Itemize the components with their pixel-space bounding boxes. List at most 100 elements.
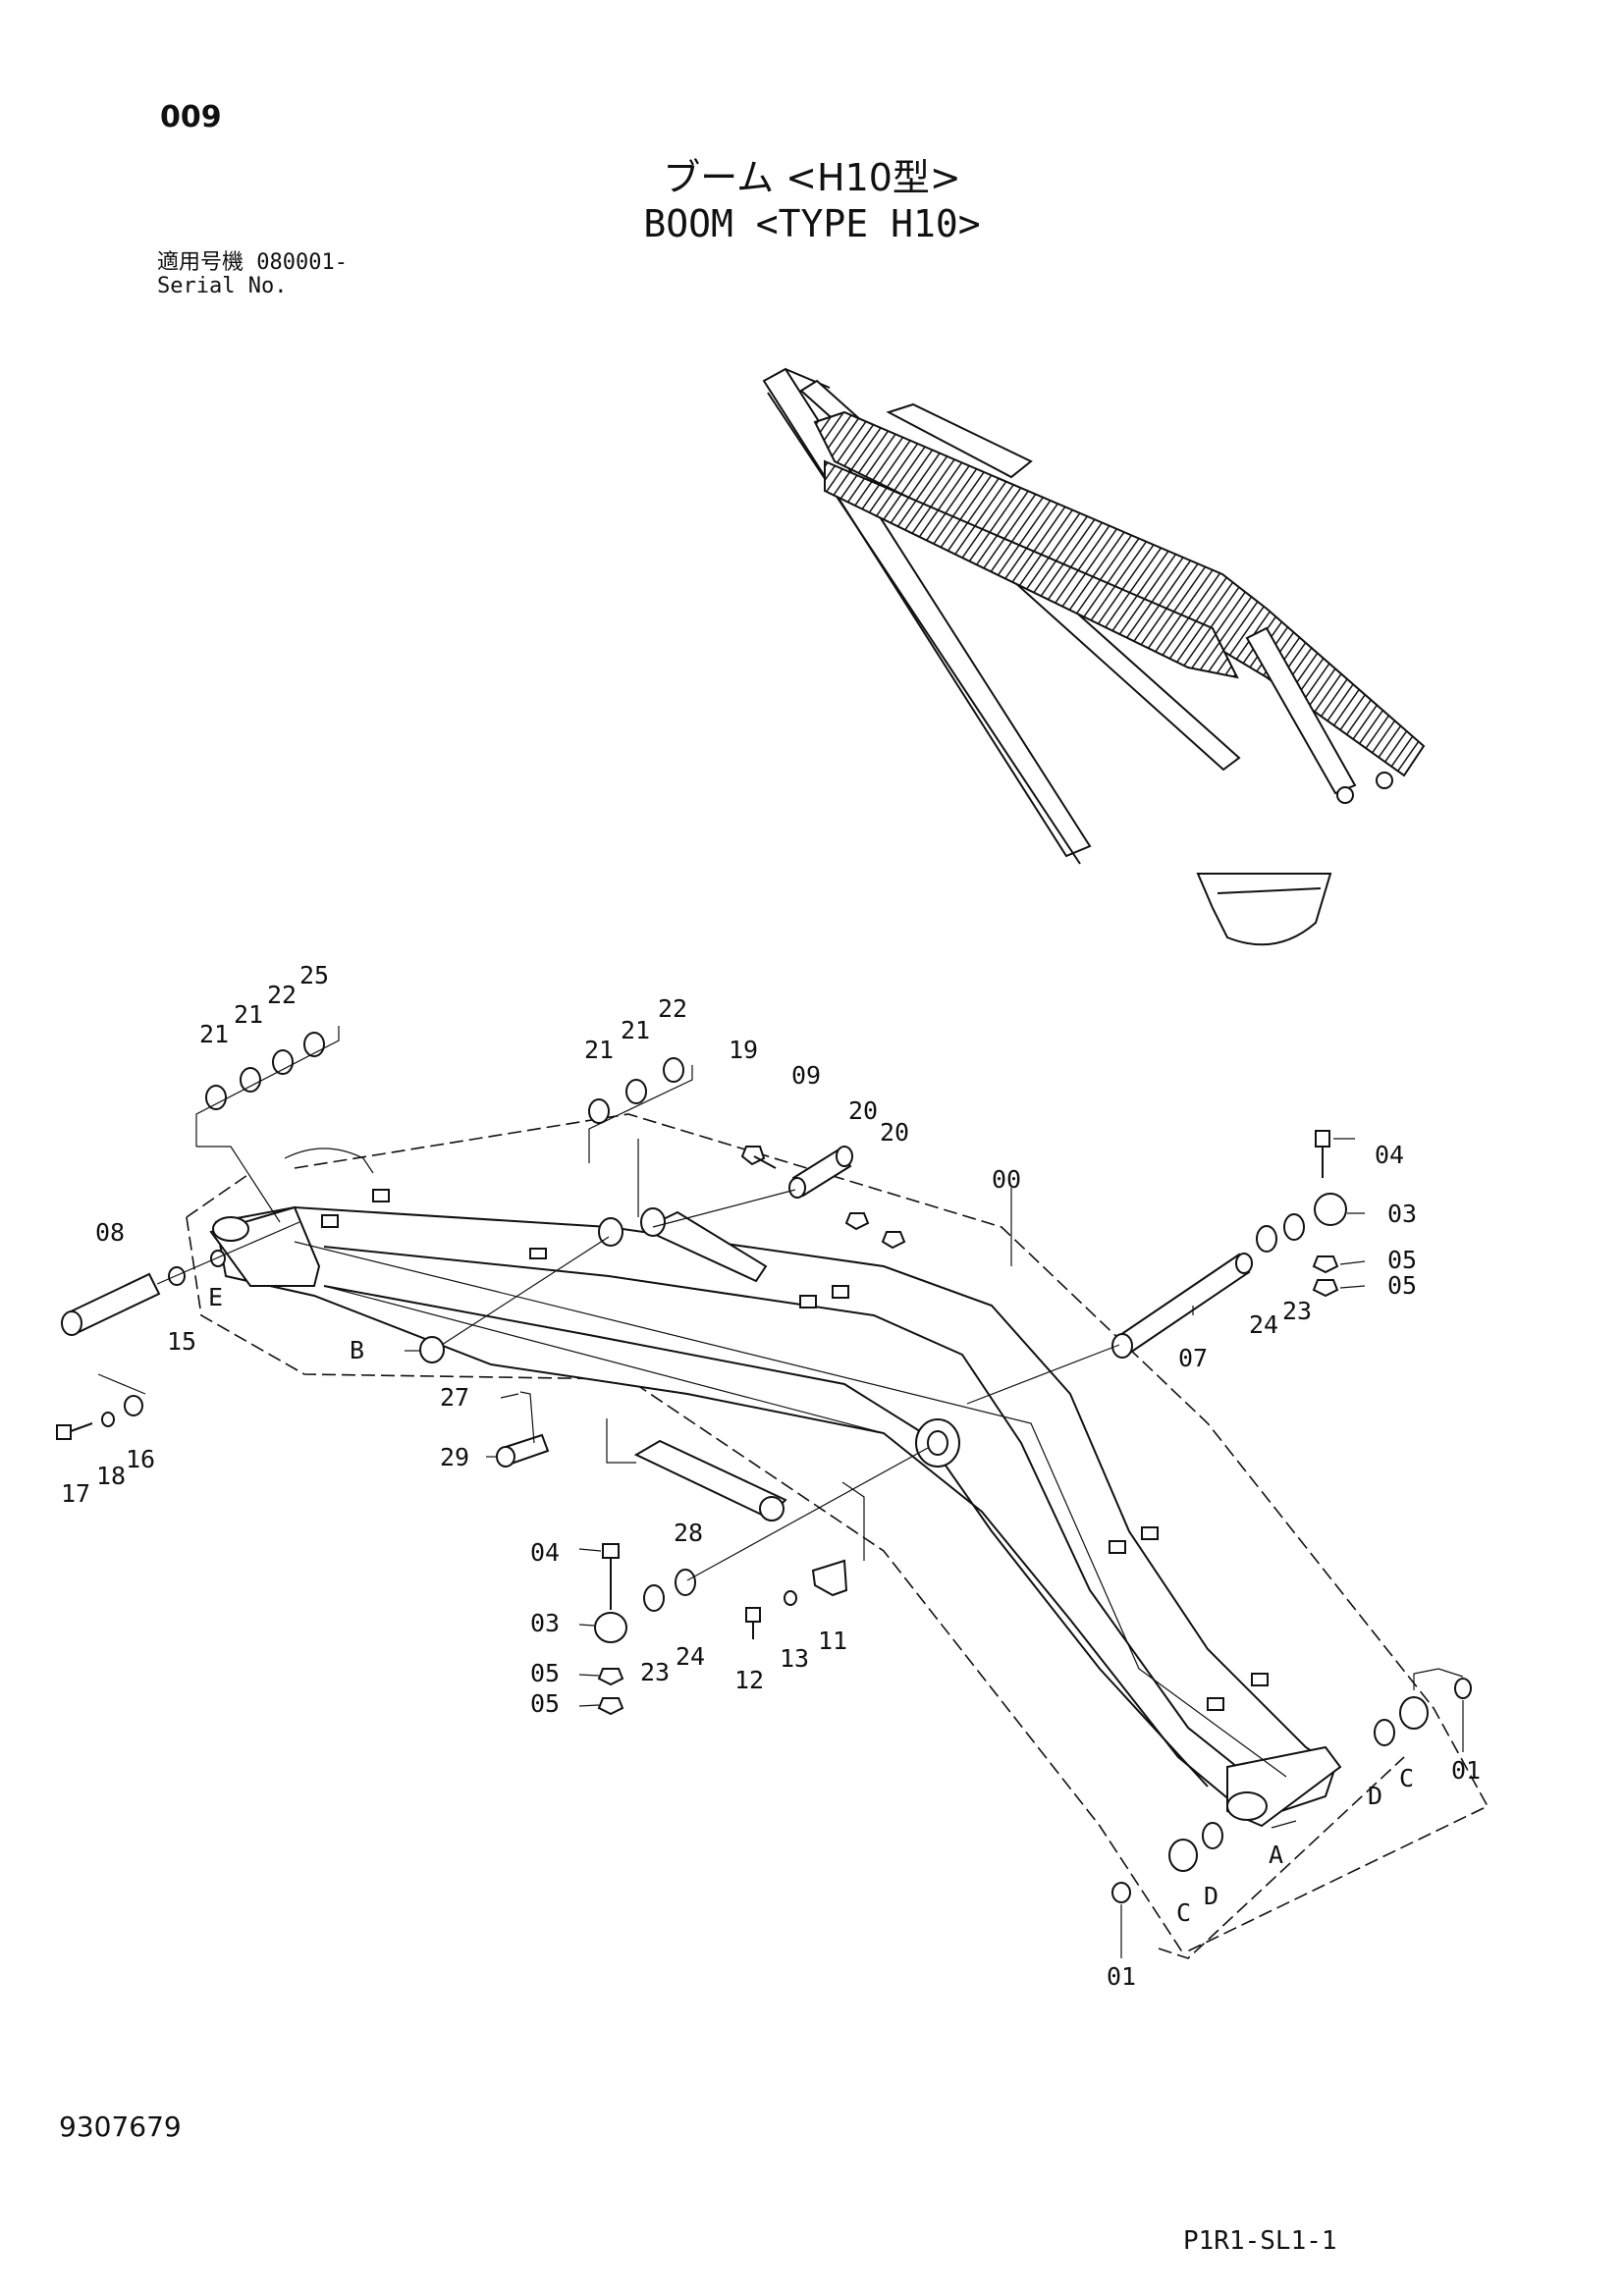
label-24a: 24 <box>1249 1310 1278 1339</box>
label-03a: 03 <box>1387 1200 1417 1228</box>
pin-08 <box>61 1272 161 1336</box>
callout-labels: 00 01 01 03 03 04 04 05 05 05 05 07 08 0… <box>61 961 1481 1991</box>
bolt-12 <box>745 1607 761 1623</box>
cylinder-28 <box>606 1418 787 1522</box>
nut-20a <box>844 1212 870 1231</box>
label-01a: 01 <box>1451 1756 1481 1785</box>
nut-05a <box>1312 1255 1339 1274</box>
label-11: 11 <box>818 1627 847 1655</box>
bushing-03a <box>1314 1193 1347 1226</box>
label-13: 13 <box>780 1644 809 1673</box>
leader-lines <box>405 1138 1464 1958</box>
label-B: B <box>350 1336 364 1364</box>
hydraulic-line-2 <box>323 1285 885 1434</box>
bolt-17 <box>56 1424 72 1440</box>
bolt-04b <box>602 1543 620 1559</box>
label-12: 12 <box>734 1666 764 1694</box>
label-03b: 03 <box>530 1609 560 1637</box>
serial-info: 適用号機 080001- Serial No. <box>157 251 348 298</box>
label-17: 17 <box>61 1479 90 1508</box>
label-A: A <box>1269 1841 1283 1869</box>
spacer-Db <box>1202 1822 1223 1849</box>
washer-23b <box>643 1584 665 1612</box>
cylinder-bracket <box>640 1210 768 1283</box>
serial-japanese: 適用号機 080001- <box>157 250 348 275</box>
label-09: 09 <box>791 1061 821 1090</box>
label-21c: 21 <box>584 1036 614 1064</box>
pin-09 <box>788 1146 853 1199</box>
label-23b: 23 <box>640 1658 670 1686</box>
boom-lower-hatched <box>824 459 1239 679</box>
bushing-03b <box>594 1612 627 1643</box>
label-21d: 21 <box>621 1016 650 1044</box>
label-00: 00 <box>992 1165 1021 1194</box>
label-25: 25 <box>299 961 329 989</box>
title-english: BOOM <TYPE H10> <box>643 202 981 245</box>
serial-english: Serial No. <box>157 274 288 298</box>
bushing-B <box>419 1336 445 1363</box>
nut-05b <box>1312 1279 1339 1298</box>
nut-05d <box>597 1697 624 1716</box>
label-20a: 20 <box>848 1096 878 1125</box>
nut-20b <box>881 1231 906 1250</box>
label-E: E <box>208 1283 223 1311</box>
washer-24b <box>675 1569 696 1596</box>
label-05b: 05 <box>1387 1271 1417 1300</box>
bushing-E <box>210 1250 226 1267</box>
bucket-outline <box>1196 873 1332 946</box>
label-07: 07 <box>1178 1344 1208 1372</box>
shim-21c <box>588 1098 610 1124</box>
boom-end-hole <box>1226 1791 1268 1821</box>
spacer-Da <box>1374 1719 1395 1746</box>
shim-22b <box>663 1057 684 1083</box>
shim-21d <box>625 1079 647 1104</box>
bolt-04a-head <box>1315 1130 1330 1148</box>
label-21a: 21 <box>199 1020 229 1048</box>
arm-outline <box>762 367 1092 858</box>
label-28: 28 <box>674 1519 703 1547</box>
pin-07 <box>1111 1253 1253 1359</box>
boom-envelope-upper <box>294 1113 1489 1954</box>
label-22b: 22 <box>658 994 687 1023</box>
washer-23a <box>1283 1213 1305 1241</box>
label-Ca: C <box>1399 1764 1414 1792</box>
shim-21a <box>205 1085 227 1110</box>
label-08: 08 <box>95 1218 125 1247</box>
bolt-19 <box>740 1146 766 1166</box>
label-05a: 05 <box>1387 1246 1417 1274</box>
washer-18 <box>101 1412 115 1427</box>
shim-21b <box>240 1067 261 1093</box>
label-29: 29 <box>440 1443 469 1471</box>
document-number: 9307679 <box>59 2110 182 2143</box>
title-japanese: ブーム <H10型> <box>663 156 961 199</box>
washer-24a <box>1256 1225 1277 1253</box>
arm-cylinder-top <box>886 402 1033 479</box>
washer-13 <box>784 1590 797 1606</box>
boom-cylinder <box>1245 626 1357 795</box>
label-16: 16 <box>126 1445 155 1473</box>
boom-body <box>214 1205 1337 1818</box>
label-04b: 04 <box>530 1538 560 1567</box>
spring-pin-27 <box>519 1391 535 1444</box>
boom-foot-hole <box>212 1216 249 1242</box>
label-21b: 21 <box>234 1000 263 1029</box>
label-Da: D <box>1368 1782 1382 1810</box>
shim-22a <box>272 1049 294 1075</box>
label-18: 18 <box>96 1462 126 1490</box>
pin-01b <box>1111 1882 1131 1903</box>
pin-01a <box>1454 1678 1472 1699</box>
label-01b: 01 <box>1107 1962 1136 1991</box>
bushing-Cb <box>1168 1839 1198 1872</box>
label-24b: 24 <box>676 1642 705 1671</box>
label-05c: 05 <box>530 1659 560 1687</box>
bracket-11 <box>811 1559 848 1597</box>
label-19: 19 <box>729 1036 758 1064</box>
nut-05c <box>597 1668 624 1686</box>
label-Db: D <box>1204 1882 1218 1910</box>
label-27: 27 <box>440 1383 469 1412</box>
page-number: 009 <box>160 100 222 134</box>
label-Cb: C <box>1176 1898 1191 1927</box>
label-05d: 05 <box>530 1689 560 1718</box>
washer-16 <box>124 1395 143 1416</box>
